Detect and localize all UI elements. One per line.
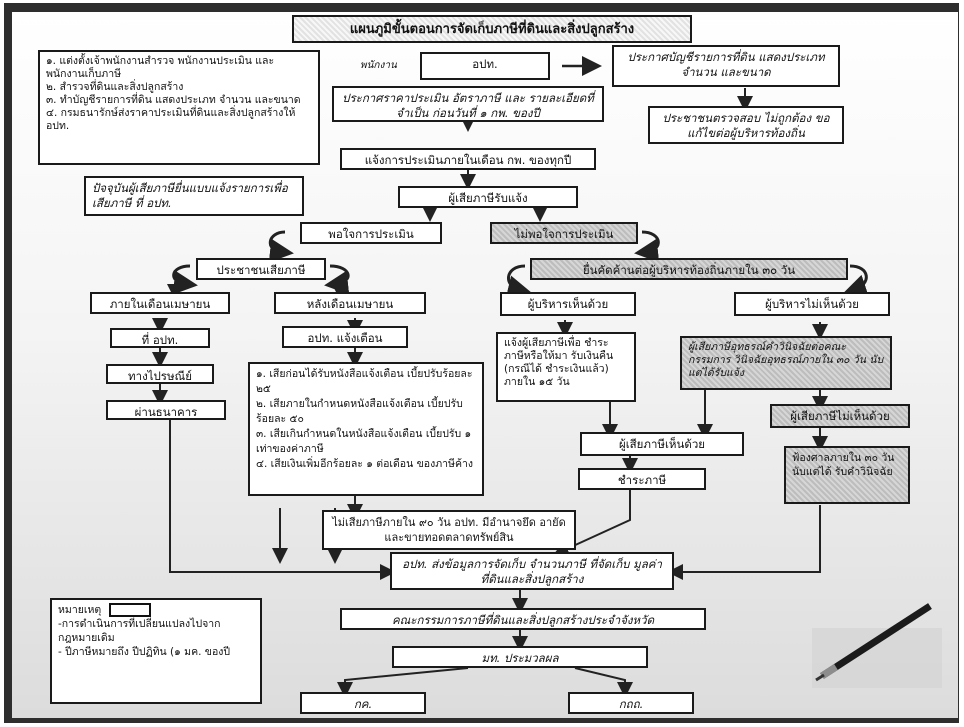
list-item: ๔. เสียเงินเพิ่มอีกร้อยละ ๑ ต่อเดือน ของ… — [256, 458, 474, 470]
not-satisfied-box: ไม่พอใจการประเมิน — [490, 222, 638, 244]
taxpayer-disagree-box: ผู้เสียภาษีไม่เห็นด้วย — [770, 404, 910, 428]
committee-box: คณะกรรมการภาษีที่ดินและสิ่งปลูกสร้างประจ… — [340, 608, 706, 630]
pen-image — [812, 603, 942, 688]
current-note-box: ปัจจุบันผู้เสียภาษียื่นแบบแจ้งรายการเพื่… — [84, 176, 304, 216]
people-pay-tax-box: ประชาชนเสียภาษี — [196, 258, 326, 280]
list-item: ๒. เสียภายในกำหนดหนังสือแจ้งเตือน เบี้ยป… — [256, 398, 463, 425]
opt-box: อปท. — [420, 52, 550, 80]
penalties-box: ๑. เสียก่อนได้รับหนังสือแจ้งเตือน เบี้ยป… — [248, 362, 484, 496]
notify-pay-box: แจ้งผู้เสียภาษีเพื่อ ชำระภาษีหรือให้มา ร… — [496, 332, 636, 402]
legend-swatch — [109, 603, 152, 617]
pay-tax-box: ชำระภาษี — [578, 468, 706, 490]
send-data-box: อปท. ส่งข้อมูลการจัดเก็บ จำนวนภาษี ที่จั… — [390, 552, 674, 590]
opt-warn-box: อปท. แจ้งเตือน — [282, 326, 408, 348]
legend-title: หมายเหตุ — [58, 604, 102, 616]
court-box: ฟ้องศาลภายใน ๓๐ วัน นับแต่ได้ รับคำวินิจ… — [784, 446, 910, 504]
taxpayer-receive-box: ผู้เสียภาษีรับแจ้ง — [398, 186, 578, 208]
seize-box: ไม่เสียภาษีภายใน ๙๐ วัน อปท. มีอำนาจยึด … — [322, 510, 576, 550]
list-item: ๔. กรมธนารักษ์ส่งราคาประเมินที่ดินและสิ่… — [46, 107, 296, 132]
legend-item: - ปีภาษีหมายถึง ปีปฏิทิน (๑ มค. ของปี — [58, 646, 231, 658]
staff-label: พนักงาน — [360, 60, 397, 71]
list-item: ๓. ทำบัญชีรายการที่ดิน แสดงประเภท จำนวน … — [46, 94, 301, 106]
pay-at-opt-box: ที่ อปท. — [110, 328, 210, 348]
list-item: ๑. แต่งตั้งเจ้าพนักงานสำรวจ พนักงานประเม… — [46, 55, 275, 80]
list-item: ๑. เสียก่อนได้รับหนังสือแจ้งเตือน เบี้ยป… — [256, 368, 473, 395]
kk-box: กค. — [300, 692, 426, 714]
announce-land-list-box: ประกาศบัญชีรายการที่ดิน แสดงประเภท จำนวน… — [612, 45, 840, 87]
appeal-committee-box: ผู้เสียภาษีอุทธรณ์คำวินิจฉัยต่อคณะกรรมกา… — [680, 336, 892, 390]
list-item: ๒. สำรวจที่ดินและสิ่งปลูกสร้าง — [46, 81, 184, 93]
exec-disagree-box: ผู้บริหารไม่เห็นด้วย — [734, 292, 890, 316]
legend-item: -การดำเนินการที่เปลี่ยนแปลงไปจากกฎหมายเด… — [58, 618, 221, 644]
page-title: แผนภูมิขั้นตอนการจัดเก็บภาษีที่ดินและสิ่… — [292, 15, 692, 43]
announce-rate-box: ประกาศราคาประเมิน อัตราภาษี และ รายละเอี… — [332, 86, 604, 122]
pay-by-post-box: ทางไปรษณีย์ — [106, 364, 214, 384]
satisfied-box: พอใจการประเมิน — [300, 222, 442, 244]
kkk-box: กถถ. — [568, 692, 694, 714]
preparation-steps-box: ๑. แต่งตั้งเจ้าพนักงานสำรวจ พนักงานประเม… — [38, 50, 320, 165]
appeal-box: ยื่นคัดค้านต่อผู้บริหารท้องถิ่นภายใน ๓๐ … — [530, 258, 848, 280]
legend-box: หมายเหตุ -การดำเนินการที่เปลี่ยนแปลงไปจา… — [50, 598, 262, 704]
pay-by-bank-box: ผ่านธนาคาร — [106, 400, 226, 420]
public-inspection-box: ประชาชนตรวจสอบ ไม่ถูกต้อง ขอแก้ไขต่อผู้บ… — [648, 106, 844, 144]
mot-box: มท. ประมวลผล — [392, 646, 648, 668]
notify-assessment-box: แจ้งการประเมินภายในเดือน กพ. ของทุกปี — [340, 148, 596, 170]
exec-agree-box: ผู้บริหารเห็นด้วย — [500, 292, 636, 316]
after-april-box: หลังเดือนเมษายน — [274, 292, 426, 314]
list-item: ๓. เสียเกินกำหนดในหนังสือแจ้งเตือน เบี้ย… — [256, 428, 472, 455]
taxpayer-agree-box: ผู้เสียภาษีเห็นด้วย — [580, 432, 744, 456]
within-april-box: ภายในเดือนเมษายน — [90, 292, 230, 314]
